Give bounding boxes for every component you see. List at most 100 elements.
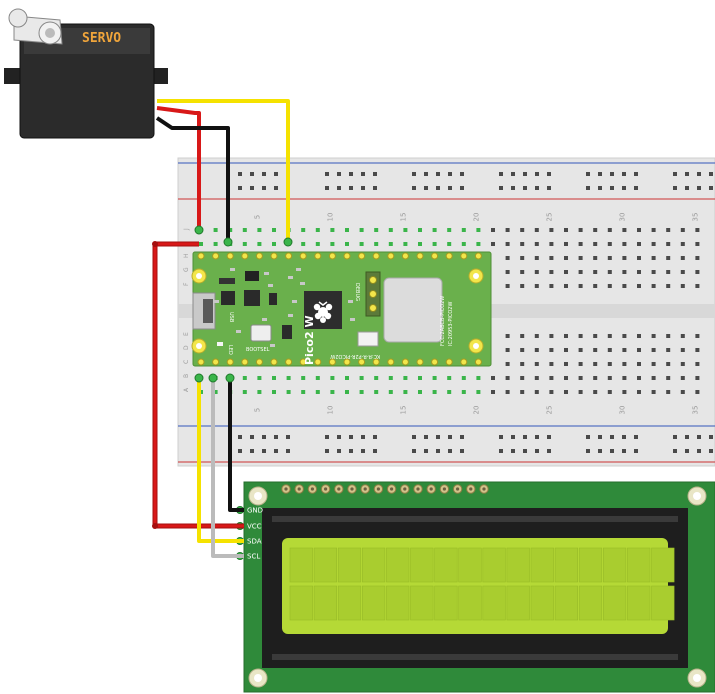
breadboard-hole <box>345 228 349 232</box>
lcd-cell <box>434 547 458 583</box>
rail-hole <box>685 172 689 176</box>
rail-hole <box>697 449 701 453</box>
breadboard-hole <box>315 376 320 380</box>
breadboard-hole <box>593 390 598 394</box>
breadboard-hole <box>666 228 671 232</box>
rail-hole <box>262 172 266 176</box>
breadboard-hole <box>549 390 554 394</box>
pico-pad <box>285 358 293 366</box>
led <box>217 342 223 346</box>
smd-part <box>288 314 293 317</box>
rail-hole <box>373 435 377 439</box>
rail-hole <box>448 435 452 439</box>
rail-hole <box>238 449 242 453</box>
column-label: 20 <box>472 406 480 415</box>
rail-hole <box>685 435 689 439</box>
rail-hole <box>238 172 242 176</box>
breadboard-hole <box>213 390 218 394</box>
breadboard-hole <box>242 242 247 246</box>
rail-hole <box>460 449 464 453</box>
breadboard-hole <box>359 376 364 380</box>
rail-hole <box>361 435 365 439</box>
top-power-rail-holes <box>238 172 713 190</box>
breadboard-hole <box>330 376 335 380</box>
rail-hole <box>511 172 515 176</box>
debug-pin <box>369 304 377 312</box>
smd-part <box>262 318 267 321</box>
rail-hole <box>373 449 377 453</box>
breadboard-hole <box>637 334 641 338</box>
column-label: 30 <box>618 406 626 415</box>
fcc-text: FCC:2ABCB-PICO2W <box>440 296 446 346</box>
rail-hole <box>511 435 515 439</box>
pico-model-name: Pico <box>303 339 316 365</box>
breadboard-hole <box>520 390 525 394</box>
breadboard-hole <box>666 362 671 366</box>
breadboard-hole <box>491 242 495 246</box>
breadboard-hole <box>447 390 452 394</box>
breadboard-hole <box>651 284 656 288</box>
breadboard-hole <box>622 228 627 232</box>
breadboard-hole <box>564 228 568 232</box>
wire-servo-ground <box>155 116 230 240</box>
smd-part <box>214 300 219 303</box>
breadboard-hole <box>315 242 320 246</box>
rail-hole <box>523 186 527 190</box>
breadboard-hole <box>637 284 641 288</box>
breadboard-hole <box>272 228 276 232</box>
breadboard-hole <box>578 390 583 394</box>
breadboard-hole <box>695 284 700 288</box>
rail-hole <box>673 172 677 176</box>
wire-endpoint <box>194 225 204 235</box>
lcd-cell <box>313 585 338 621</box>
lcd-cell <box>506 585 530 621</box>
rail-hole <box>685 186 689 190</box>
lcd-cell <box>337 585 362 621</box>
breadboard-hole <box>534 362 539 366</box>
breadboard-hole <box>388 376 393 380</box>
rail-hole <box>424 435 428 439</box>
breadboard-hole <box>257 228 262 232</box>
breadboard-hole <box>286 390 291 394</box>
pico-pad <box>197 358 205 366</box>
breadboard-hole <box>680 362 685 366</box>
rail-hole <box>448 186 452 190</box>
rail-hole <box>325 186 329 190</box>
rail-hole <box>547 435 551 439</box>
breadboard-hole <box>374 376 379 380</box>
pico-pad <box>299 252 307 260</box>
breadboard-hole <box>286 376 291 380</box>
breadboard-hole <box>666 256 671 260</box>
rail-hole <box>337 172 341 176</box>
lcd-cell <box>313 547 338 583</box>
column-label: 25 <box>545 213 553 222</box>
breadboard-hole <box>564 270 568 274</box>
rail-hole <box>622 435 626 439</box>
rail-hole <box>499 435 503 439</box>
breadboard-hole <box>622 376 627 380</box>
breadboard-hole <box>418 390 422 394</box>
rail-hole <box>424 172 428 176</box>
breadboard-hole <box>593 334 598 338</box>
breadboard-hole <box>534 242 539 246</box>
pico-pad <box>314 252 322 260</box>
lcd-cell <box>530 547 554 583</box>
lcd-cell <box>434 585 458 621</box>
rail-hole <box>709 449 713 453</box>
breadboard-hole <box>301 242 306 246</box>
lcd-cell <box>554 585 578 621</box>
breadboard-hole <box>680 242 685 246</box>
pico-pad <box>270 252 278 260</box>
breadboard-hole <box>520 256 525 260</box>
debug-label: DEBUG <box>354 283 360 301</box>
lcd-cell <box>651 547 675 583</box>
breadboard-hole <box>242 390 247 394</box>
breadboard-hole <box>476 390 481 394</box>
pico-pad <box>416 358 424 366</box>
breadboard-hole <box>505 348 510 352</box>
breadboard-hole <box>564 284 568 288</box>
breadboard-hole <box>476 242 481 246</box>
rail-hole <box>262 449 266 453</box>
rail-hole <box>634 186 638 190</box>
